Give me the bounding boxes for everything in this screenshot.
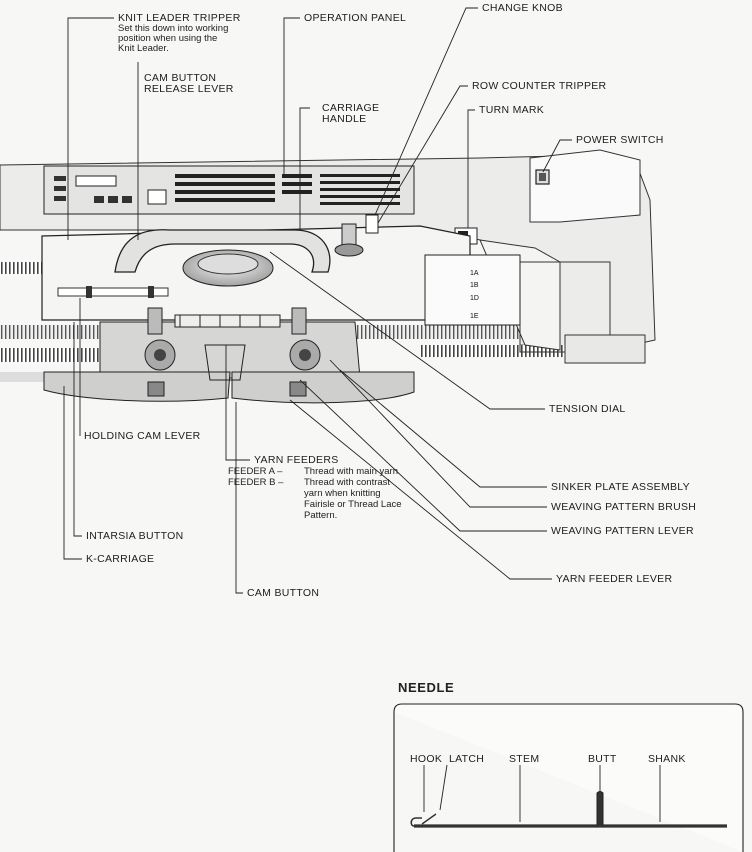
label-cam-button-release-lever: CAM BUTTON: [144, 72, 217, 84]
label-change-knob: CHANGE KNOB: [482, 2, 563, 14]
needle-label-stem: STEM: [509, 753, 540, 765]
text-feeder-b-4: Pattern.: [304, 510, 338, 521]
label-weaving-pattern-lever: WEAVING PATTERN LEVER: [551, 525, 694, 537]
needle-label-shank: SHANK: [648, 753, 686, 765]
needle-title: NEEDLE: [398, 680, 455, 695]
dial-mark-1a: 1A: [470, 270, 479, 277]
text-feeder-a: Thread with main yarn: [304, 466, 398, 477]
label-power-switch: POWER SWITCH: [576, 134, 664, 146]
dial-mark-1e: 1E: [470, 313, 479, 320]
dial-mark-1b: 1B: [470, 282, 479, 289]
label-knit-leader-tripper: KNIT LEADER TRIPPER: [118, 12, 241, 24]
label-feeder-a: FEEDER A –: [228, 466, 283, 477]
needle-diagram: [393, 703, 744, 852]
note-knit-leader-3: Knit Leader.: [118, 43, 169, 54]
text-feeder-b-3: Fairisle or Thread Lace: [304, 499, 402, 510]
dial-mark-1d: 1D: [470, 295, 479, 302]
label-feeder-b: FEEDER B –: [228, 477, 284, 488]
label-weaving-pattern-brush: WEAVING PATTERN BRUSH: [551, 501, 697, 513]
needle-label-hook: HOOK: [410, 753, 443, 765]
label-carriage-handle-2: HANDLE: [322, 113, 367, 125]
leader-lines: [63, 7, 572, 594]
label-turn-mark: TURN MARK: [479, 104, 545, 116]
note-knit-leader-2: position when using the: [118, 33, 218, 44]
label-carriage-handle: CARRIAGE: [322, 102, 380, 114]
needle-label-latch: LATCH: [449, 753, 485, 765]
label-k-carriage: K-CARRIAGE: [86, 553, 155, 565]
label-intarsia-button: INTARSIA BUTTON: [86, 530, 184, 542]
text-feeder-b-1: Thread with contrast: [304, 477, 391, 488]
label-row-counter-tripper: ROW COUNTER TRIPPER: [472, 80, 607, 92]
label-operation-panel: OPERATION PANEL: [304, 12, 407, 24]
label-yarn-feeders: YARN FEEDERS: [254, 454, 339, 466]
label-holding-cam-lever: HOLDING CAM LEVER: [84, 430, 201, 442]
label-yarn-feeder-lever: YARN FEEDER LEVER: [556, 573, 673, 585]
label-sinker-plate-assembly: SINKER PLATE ASSEMBLY: [551, 481, 690, 493]
text-feeder-b-2: yarn when knitting: [304, 488, 381, 499]
label-cam-button-release-lever-2: RELEASE LEVER: [144, 83, 234, 95]
note-knit-leader-1: Set this down into working: [118, 23, 229, 34]
needle-label-butt: BUTT: [588, 753, 617, 765]
sinker-plate: [43, 307, 415, 404]
label-cam-button: CAM BUTTON: [247, 587, 320, 599]
label-tension-dial: TENSION DIAL: [549, 403, 626, 415]
k-carriage-body: 1A 1B 1D 1E: [41, 214, 521, 326]
